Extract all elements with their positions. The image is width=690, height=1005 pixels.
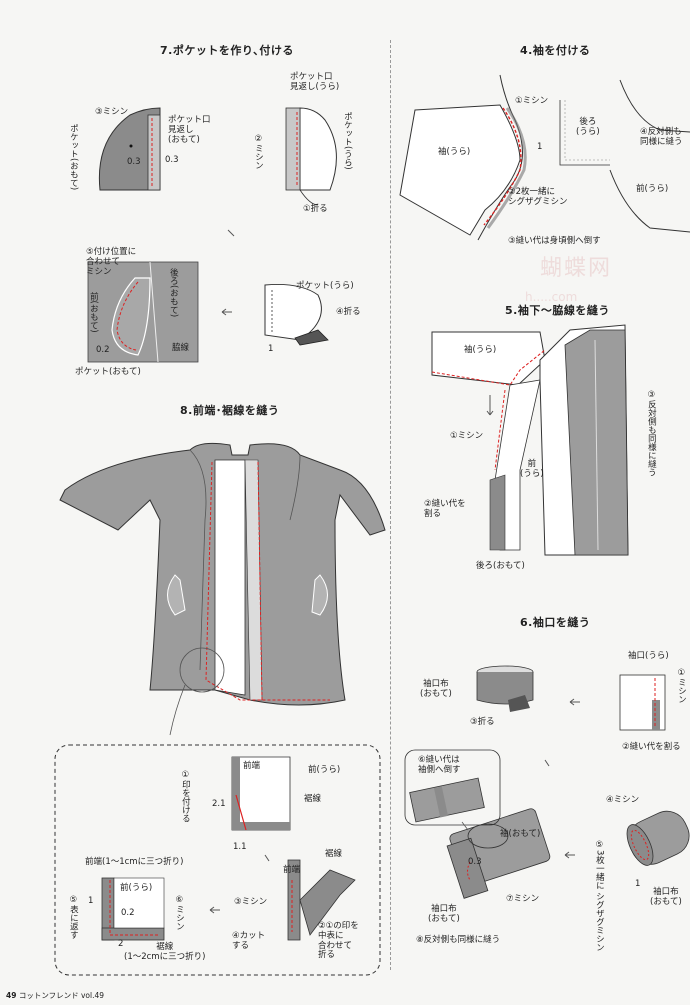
s7-03b: 0.3	[165, 155, 179, 165]
s5-waru: ②縫い代を 割る	[424, 499, 466, 519]
section-4-title: 4.袖を付ける	[520, 44, 591, 57]
s6-1: 1	[635, 879, 641, 889]
s4-zigzag: ②2枚一緒に シグザグミシン	[508, 187, 568, 207]
s6-03: 0.3	[468, 857, 482, 867]
cuff-band	[476, 672, 534, 705]
s8-mae-ura: 前(うら)	[308, 765, 341, 775]
s8-step2: ②①の印を 中表に 合わせて 折る	[318, 921, 359, 961]
sleeve-side-seam	[431, 331, 546, 386]
s7-03a: 0.3	[127, 157, 141, 167]
s8-21: 2.1	[212, 799, 226, 809]
s6-mishin1: ①ミシン	[676, 668, 687, 704]
s6-nuishiro6: ⑥縫い代は 袖側へ倒す	[418, 755, 461, 775]
s8-cut4: ④カット する	[232, 931, 266, 951]
s6-sodeguchi-ura: 袖口(うら)	[628, 651, 669, 661]
s5-mishin1: ①ミシン	[450, 431, 484, 441]
pocket-shape-2	[299, 107, 337, 191]
s7-mishin3: ③ミシン	[95, 107, 129, 117]
s4-mae-ura: 前(うら)	[636, 184, 669, 194]
s8-mishin6: ⑥ミシン	[174, 895, 185, 931]
section-6-title: 6.袖口を縫う	[520, 616, 591, 629]
s8-shirushi: ①印を付ける	[180, 770, 191, 823]
s5-ushiro-omote: 後ろ(おもて)	[476, 561, 525, 571]
section-5-title: 5.袖下～脇線を縫う	[505, 304, 610, 317]
s5-hantai: ③反対側も同様に縫う	[646, 390, 657, 477]
s7-ori1: ①折る	[303, 204, 328, 214]
s6-sode-omote: 袖(おもて)	[500, 829, 541, 839]
page-footer: 49 コットンフレンド vol.49	[6, 990, 104, 1001]
s4-nuishiro: ③縫い代は身頃側へ倒す	[508, 236, 601, 246]
s8-maehashi: 前端	[243, 761, 261, 771]
s7-tsukeichi: ⑤付け位置に 合わせて ミシン	[86, 247, 137, 277]
s8-susosen: 裾線	[304, 794, 322, 804]
s8-mishin3: ③ミシン	[234, 897, 268, 907]
section-7-title: 7.ポケットを作り､付ける	[160, 44, 294, 57]
s8-maehashi2: 前端	[283, 865, 301, 875]
s6-ori3: ③折る	[470, 717, 495, 727]
s7-ori4: ④折る	[336, 307, 361, 317]
s6-sodeguchifu: 袖口布 (おもて)	[428, 904, 460, 924]
sleeve-shape	[399, 104, 521, 236]
detail-inset-box	[54, 744, 381, 976]
s8-mae-ura2: 前(うら)	[120, 883, 153, 893]
s7-1: 1	[268, 344, 274, 354]
page-divider	[390, 40, 391, 970]
s7-02: 0.2	[96, 345, 110, 355]
s6-waru2: ②縫い代を割る	[622, 742, 681, 752]
s7-pocket-ura-v: ポケット(うら)	[342, 112, 353, 170]
s8-susosen-fold: 裾線 (1～2cmに三つ折り)	[124, 942, 206, 962]
s7-mae-omote: 前(おもて)	[88, 292, 99, 333]
s5-sode-ura: 袖(うら)	[464, 345, 497, 355]
s6-hantai8: ⑧反対側も同様に縫う	[416, 935, 501, 945]
iron-icon	[294, 329, 329, 346]
s4-ushiro-ura: 後ろ (うら)	[576, 117, 600, 137]
s8-02: 0.2	[121, 908, 135, 918]
s8-2: 2	[118, 939, 124, 949]
pocket-shape-1	[98, 107, 161, 191]
section-8-title: 8.前端･裾線を縫う	[180, 404, 280, 417]
s8-maehashi-fold: 前端(1～1cmに三つ折り)	[85, 857, 184, 867]
s6-zigzag5: ⑤3枚一緒に シグザグミシン	[594, 840, 605, 952]
page-number: 49	[6, 991, 17, 1000]
s6-sodeguchifu-omote: 袖口布 (おもて)	[420, 679, 452, 699]
s8-1: 1	[88, 896, 94, 906]
s8-omote5: ⑤表に返す	[68, 895, 79, 939]
s6-sodeguchifu-r: 袖口布 (おもて)	[650, 887, 682, 907]
s4-mishin1: ①ミシン	[515, 96, 549, 106]
s7-mishin2: ②ミシン	[253, 134, 264, 170]
s7-pocket-ura: ポケット(うら)	[296, 281, 354, 291]
s4-1: 1	[537, 142, 543, 152]
s7-pocket-omote2: ポケット(おもて)	[75, 367, 141, 377]
pocket-facing-1	[147, 114, 161, 191]
watermark-url: h.....com	[525, 290, 578, 304]
s7-pocket-omote: ポケット(おもて)	[68, 124, 79, 191]
magazine-name: コットンフレンド vol.49	[18, 991, 105, 1000]
watermark-text: 蝴蝶网	[540, 256, 613, 281]
s5-mae-ura: 前 (うら)	[520, 459, 544, 479]
s7-pocketguchi-mikaeshi: ポケット口 見返し (おもて)	[168, 115, 211, 145]
s4-hantai: ④反対側も 同様に縫う	[640, 127, 683, 147]
s8-susosen2: 裾線	[325, 849, 343, 859]
s8-11: 1.1	[233, 842, 247, 852]
s6-mishin7: ⑦ミシン	[506, 894, 540, 904]
s4-sode-ura: 袖(うら)	[438, 147, 471, 157]
s7-pocketguchi-mikaeshi2: ポケット口 見返し(うら)	[290, 72, 340, 92]
s7-wakisen: 脇線	[172, 343, 190, 353]
s6-mishin4: ④ミシン	[606, 795, 640, 805]
s7-ushiro-omote: 後ろ(おもて)	[168, 268, 179, 318]
